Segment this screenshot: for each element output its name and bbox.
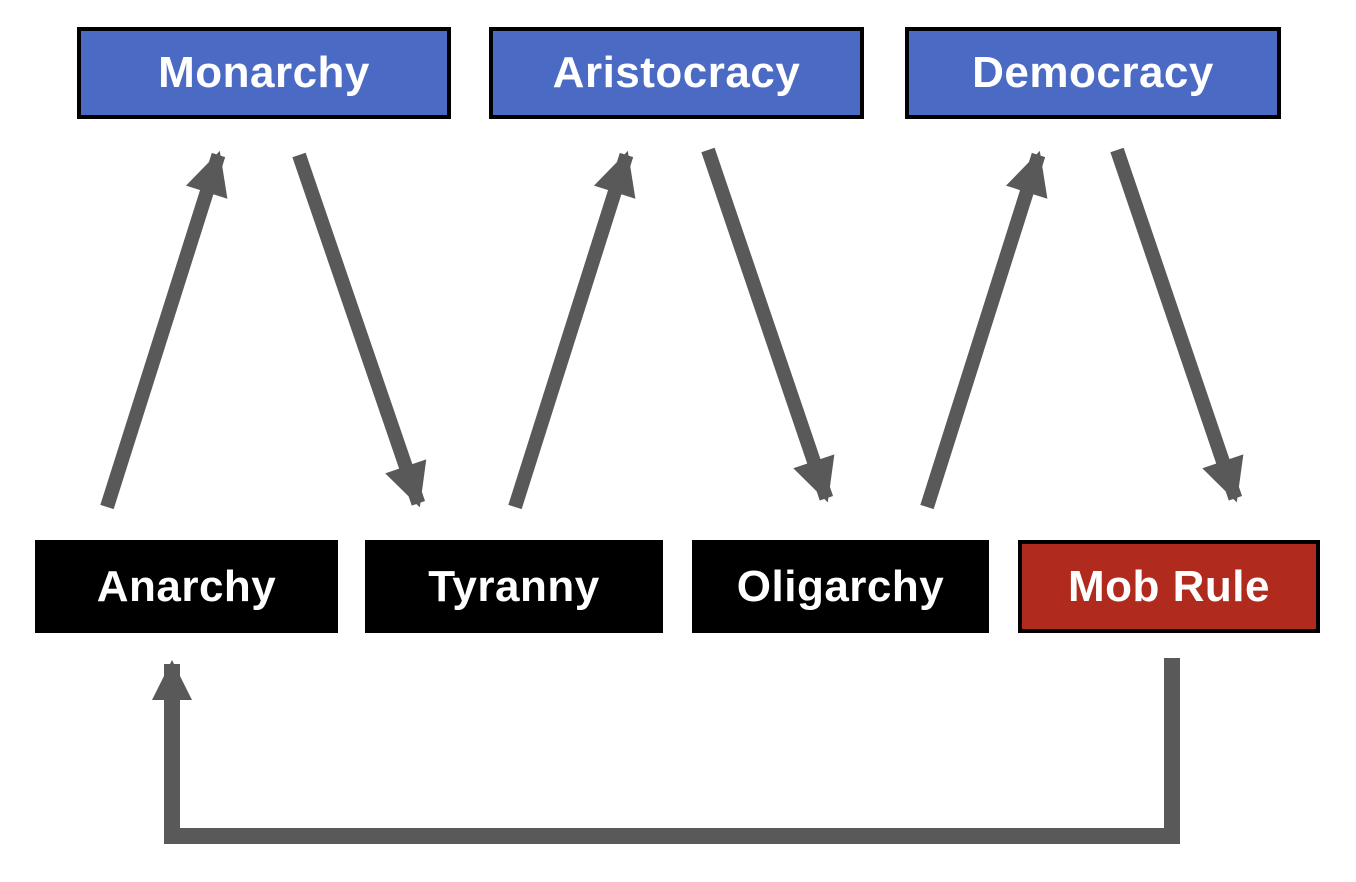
node-aristocracy-label: Aristocracy (552, 48, 801, 97)
node-aristocracy: Aristocracy (489, 27, 864, 119)
node-oligarchy: Oligarchy (692, 540, 989, 633)
arrow-monarchy-to-tyranny (292, 152, 427, 508)
arrow-mobrule-to-anarchy-loop (152, 658, 1180, 844)
arrow-anarchy-to-monarchy (100, 150, 228, 510)
node-anarchy-label: Anarchy (96, 561, 277, 611)
node-democracy: Democracy (905, 27, 1281, 119)
arrow-oligarchy-to-democracy (920, 150, 1048, 510)
node-tyranny-label: Tyranny (428, 561, 600, 611)
arrow-tyranny-to-aristocracy (508, 150, 636, 510)
node-mob-rule-label: Mob Rule (1068, 561, 1270, 611)
node-anarchy: Anarchy (35, 540, 338, 633)
arrow-democracy-to-mobrule (1110, 147, 1244, 503)
node-monarchy: Monarchy (77, 27, 451, 119)
node-monarchy-label: Monarchy (158, 48, 370, 97)
arrow-aristocracy-to-oligarchy (701, 147, 835, 503)
node-democracy-label: Democracy (972, 48, 1214, 97)
node-tyranny: Tyranny (365, 540, 663, 633)
node-mob-rule: Mob Rule (1018, 540, 1320, 633)
node-oligarchy-label: Oligarchy (736, 561, 945, 611)
